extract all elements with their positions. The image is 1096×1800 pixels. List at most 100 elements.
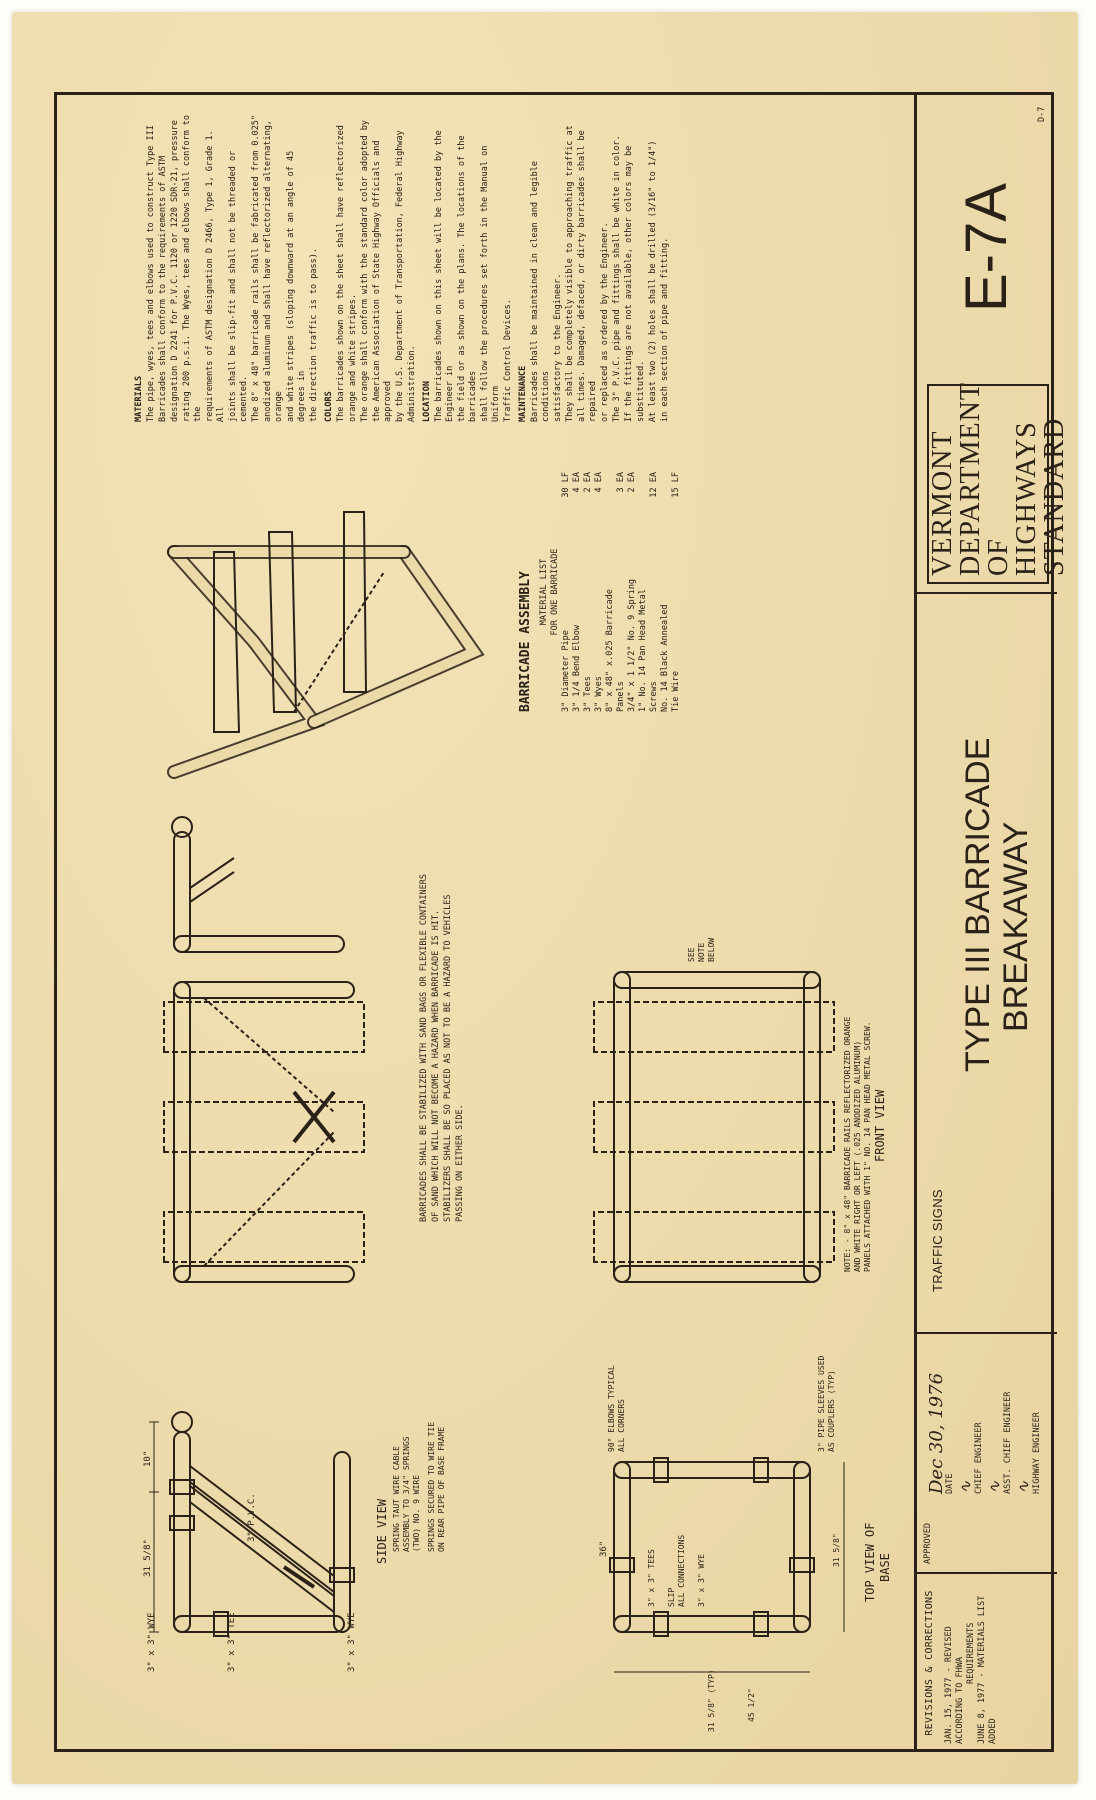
material-list: MATERIAL LIST FOR ONE BARRICADE 3" Diame…	[539, 472, 682, 712]
material-desc: 3" 1/4 Bend Elbow	[572, 625, 582, 712]
maintenance-line: The 3" P.V.C. pipe and fittings shall be…	[612, 135, 622, 422]
technical-drawings: SIDE VIEW 3" x 3" WYE 31 5/8" 10" 3" P.V…	[143, 511, 892, 1732]
maintenance-line: all times. Damaged, defaced, or dirty ba…	[577, 130, 598, 422]
material-desc: Screws	[649, 681, 659, 712]
materials-heading: MATERIALS	[134, 375, 144, 422]
material-list-item: 3" Wyes 4 EA	[594, 472, 605, 712]
top-elbows-line1: 90° ELBOWS TYPICAL	[607, 1365, 616, 1452]
side-spring-line3: (TWO) NO. 9 WIRE	[412, 1475, 421, 1552]
materials-line: the direction traffic is to pass).	[309, 248, 319, 422]
chief-engineer-label: CHIEF ENGINEER	[974, 1422, 984, 1494]
material-list-item: 3/4" x 1 1/2" No. 9 Spring 2 EA	[627, 472, 638, 712]
drawing-title-line1: TYPE III BARRICADE	[959, 737, 997, 1072]
colors-line: The orange shall conform with the standa…	[360, 120, 370, 422]
side-spring-line1: SPRING TAUT WIRE CABLE	[392, 1446, 401, 1552]
maintenance-line: or replaced as ordered by the Engineer.	[600, 222, 610, 422]
materials-line: anodized aluminum and shall have reflect…	[263, 120, 284, 422]
top-dim-b-label: 45 1/2"	[747, 1688, 756, 1722]
material-qty: 3 EA	[616, 472, 626, 493]
material-desc: 3" Tees	[583, 676, 593, 712]
materials-line: and white stripes (sloping downward at a…	[286, 150, 307, 422]
colors-line: orange and white stripes.	[348, 294, 358, 422]
stabilize-note-line3: STABILIZERS SHALL BE SO PLACED AS NOT TO…	[443, 894, 453, 1222]
maintenance-line: They shall be completely visible to appr…	[565, 125, 575, 422]
front-view-title: FRONT VIEW	[873, 1089, 887, 1162]
maintenance-line: At least two (2) holes shall be drilled …	[648, 140, 658, 422]
material-desc: 3/4" x 1 1/2" No. 9 Spring	[627, 578, 637, 712]
top-width-label: 36"	[599, 1541, 609, 1557]
see-note-line2: NOTE	[697, 943, 706, 962]
maintenance-line: If the fittings are not available, other…	[624, 145, 634, 422]
material-desc: Tie Wire	[671, 671, 681, 712]
maintenance-line: in each section of pipe and fitting.	[660, 237, 670, 422]
maintenance-line: Barricades shall be maintained in clean …	[530, 161, 551, 422]
asst-chief-engineer-label: ASST. CHIEF ENGINEER	[1003, 1391, 1013, 1494]
material-list-item: Screws 12 EA	[649, 472, 660, 712]
revisions-cell: REVISIONS & CORRECTIONS JAN. 15, 1977 - …	[917, 1572, 1057, 1752]
drawing-canvas: SIDE VIEW 3" x 3" WYE 31 5/8" 10" 3" P.V…	[54, 92, 1070, 1752]
drawing-title-line2: BREAKAWAY	[997, 821, 1035, 1032]
materials-line: designation D 2241 for P.V.C. 1120 or 12…	[170, 120, 180, 422]
maintenance-line: substituted.	[636, 360, 646, 422]
top-dim-c-label: 31 5/8"	[832, 1533, 841, 1567]
materials-line: joints shall be slip-fit and shall not b…	[228, 150, 249, 422]
top-tees-label: 3" x 3" TEES	[647, 1549, 656, 1607]
material-desc: No. 14 Black Annealed	[660, 604, 670, 712]
stabilize-note-line2: OF SAND WHICH WILL NOT BECOME A HAZARD W…	[431, 910, 441, 1222]
revision-line1: JAN. 15, 1977 - REVISED ACCORDING TO FHW…	[944, 1626, 965, 1744]
top-slip-label: SLIP	[667, 1588, 676, 1607]
side-view-title: SIDE VIEW	[375, 1498, 389, 1564]
top-elbows-line2: ALL CORNERS	[617, 1399, 626, 1452]
material-desc: 3" Wyes	[594, 676, 604, 712]
date-value: Dec 30, 1976	[926, 1372, 947, 1494]
material-list-item: 3" Tees 2 EA	[583, 472, 594, 712]
sheet-number: E-7A	[954, 183, 1019, 312]
maintenance-heading: MAINTENANCE	[518, 365, 528, 422]
see-note-line3: BELOW	[707, 938, 716, 962]
side-spring-line2: ASSEMBLY TO 3/4" SPRINGS	[402, 1436, 411, 1552]
title-cell: TRAFFIC SIGNS TYPE III BARRICADE BREAKAW…	[917, 592, 1057, 1332]
front-view-top-drawing	[163, 981, 365, 1283]
highway-engineer-label: HIGHWAY ENGINEER	[1032, 1412, 1042, 1494]
top-view-title-line2: BASE	[878, 1553, 892, 1582]
material-qty: 2 EA	[583, 472, 593, 493]
material-qty: 12 EA	[649, 472, 659, 498]
location-text: The barricades shown on this sheet will …	[434, 112, 514, 422]
approval-cell: APPROVED Dec 30, 1976 DATE ∿ CHIEF ENGIN…	[917, 1332, 1057, 1572]
side-dim-a-label: 31 5/8"	[143, 1539, 153, 1577]
front-note-line2: AND WHITE RIGHT OR LEFT (.025 ANODIZED A…	[853, 1041, 862, 1272]
drawing-sheet: SIDE VIEW 3" x 3" WYE 31 5/8" 10" 3" P.V…	[12, 12, 1078, 1784]
location-heading: LOCATION	[422, 381, 432, 422]
title-block: REVISIONS & CORRECTIONS JAN. 15, 1977 - …	[914, 92, 1070, 1752]
material-list-item: 1" No. 14 Pan Head Metal	[638, 472, 649, 712]
stabilize-note-line4: PASSING ON EITHER SIDE.	[455, 1104, 465, 1222]
front-view-drawing	[593, 971, 835, 1283]
side-secured-line1: SPRINGS SECURED TO WIRE TIE	[427, 1422, 436, 1552]
revision-line2: REQUIREMENTS	[966, 1622, 976, 1684]
material-qty: 4 EA	[594, 472, 604, 493]
stabilize-note-line1: BARRICADES SHALL BE STABILIZED WITH SAND…	[419, 874, 429, 1222]
side-wye-top-label: 3" x 3" WYE	[147, 1612, 157, 1672]
colors-line: the American Association of State Highwa…	[372, 140, 393, 422]
top-sleeves-line2: AS COUPLERS (TYP)	[827, 1370, 836, 1452]
side-secured-line2: ON REAR PIPE OF BASE FRAME	[437, 1427, 446, 1552]
material-desc: 3" Diameter Pipe	[561, 630, 571, 712]
materials-line: The pipe, wyes, tees and elbows used to …	[146, 125, 156, 422]
maintenance-line: satisfactory to the Engineer.	[553, 273, 563, 422]
end-view-drawing	[171, 816, 345, 953]
agency-line3: OF HIGHWAYS	[983, 421, 1042, 576]
material-desc: 1" No. 14 Pan Head Metal	[638, 589, 648, 712]
highway-engineer-signature: ∿	[1014, 1480, 1033, 1494]
front-note-line3: PANELS ATTACHED WITH 1" NO. 14 PAN HEAD …	[863, 1022, 872, 1272]
material-qty: 2 EA	[627, 472, 637, 493]
see-note-line1: SEE	[687, 947, 696, 962]
colors-text: The barricades shown on the sheet shall …	[336, 112, 418, 422]
colors-heading: COLORS	[324, 391, 334, 422]
location-line: shall follow the procedures set forth in…	[480, 145, 501, 422]
maintenance-text: Barricades shall be maintained in clean …	[530, 112, 671, 422]
colors-line: Administration.	[407, 345, 417, 422]
